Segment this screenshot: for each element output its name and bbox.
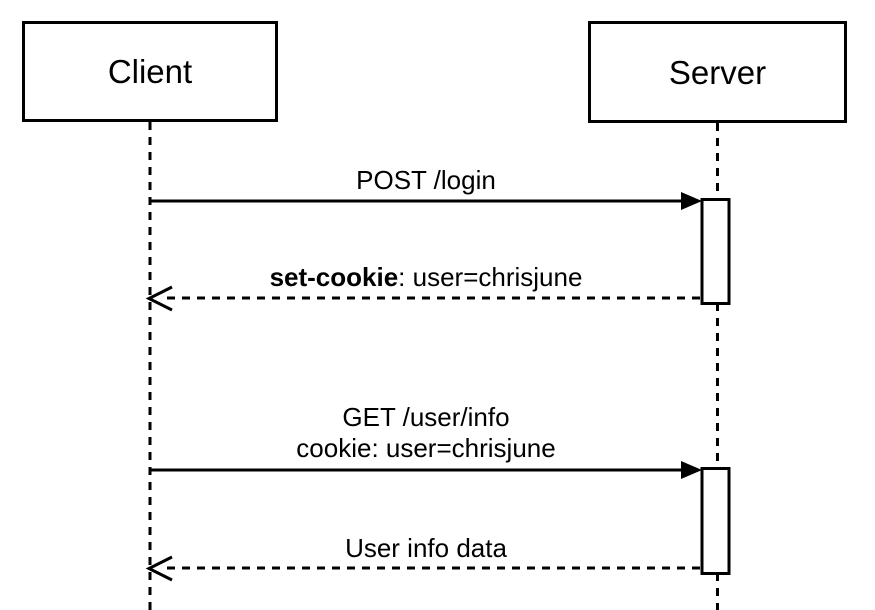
message-label-get-user-info: GET /user/info cookie: user=chrisjune (150, 402, 702, 464)
arrowhead-set-cookie (145, 285, 173, 312)
actor-server: Server (588, 21, 847, 123)
message-label-get-user-info-line2: cookie: user=chrisjune (296, 433, 556, 463)
message-label-set-cookie-bold: set-cookie (269, 262, 399, 292)
server-activation-bar-2 (700, 467, 731, 575)
message-label-set-cookie-rest: : user=chrisjune (398, 262, 583, 292)
message-label-user-info-data: User info data (345, 533, 507, 563)
arrowhead-get-user-info (681, 461, 702, 479)
message-label-set-cookie: set-cookie: user=chrisjune (150, 262, 702, 293)
arrowhead-post-login (681, 192, 702, 210)
actor-client-label: Client (107, 53, 193, 90)
actor-client: Client (22, 21, 278, 122)
message-label-get-user-info-line1: GET /user/info (342, 402, 510, 432)
server-activation-bar-1 (700, 198, 731, 305)
actor-server-label: Server (668, 53, 767, 91)
message-label-post-login: POST /login (356, 165, 496, 195)
arrowhead-user-info-data (145, 555, 173, 582)
